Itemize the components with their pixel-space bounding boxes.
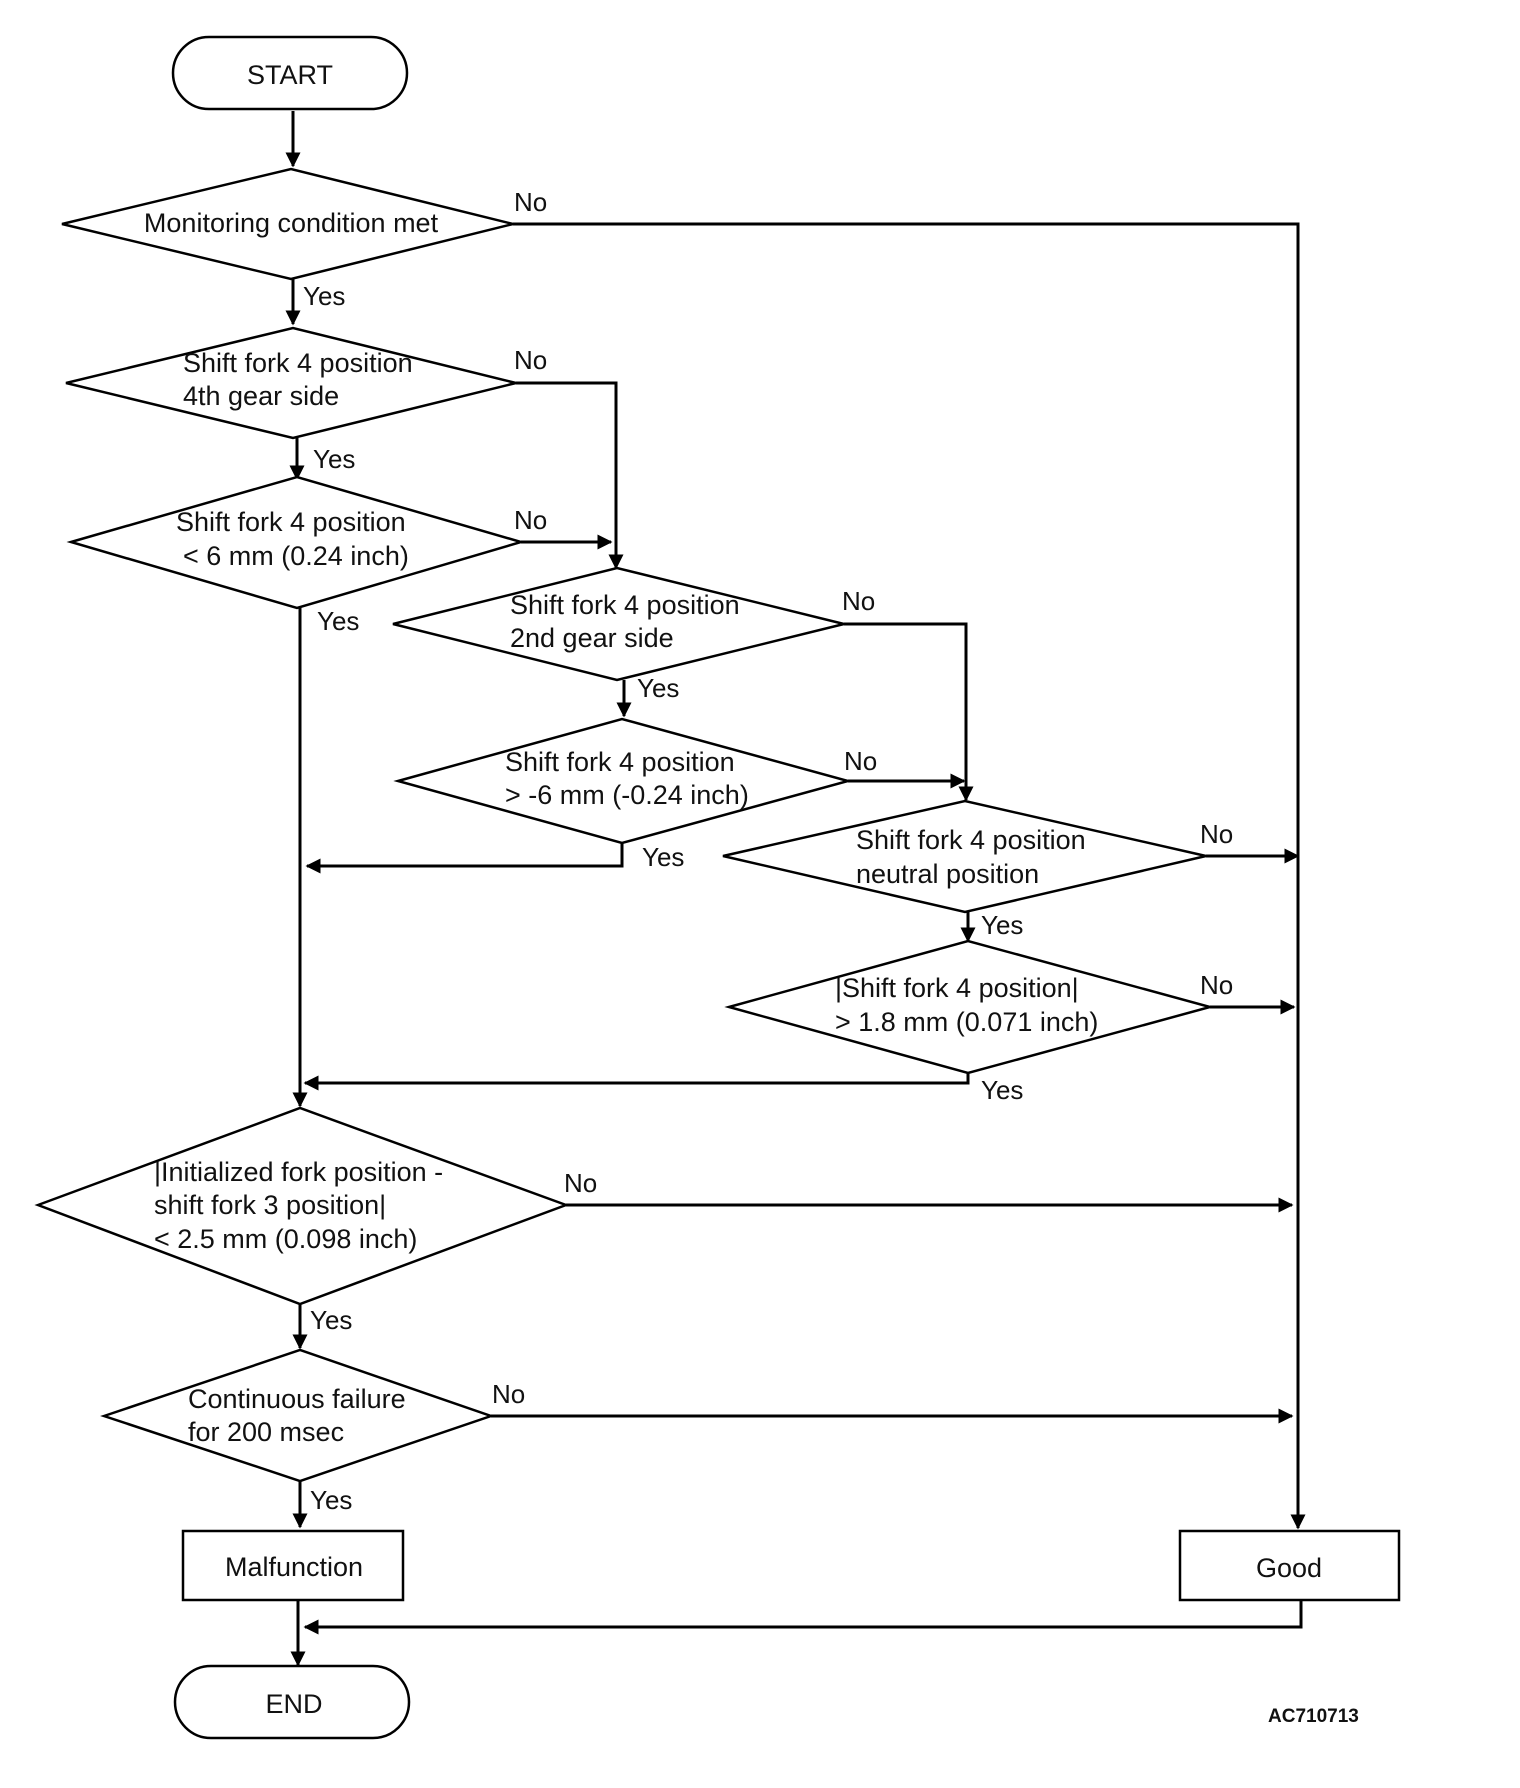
malfunction-label: Malfunction: [225, 1552, 363, 1582]
decision-text-line: > 1.8 mm (0.071 inch): [835, 1007, 1098, 1037]
decision-initialized-fork-position: |Initialized fork position - shift fork …: [34, 1106, 570, 1306]
decision-text-line: > -6 mm (-0.24 inch): [505, 780, 749, 810]
good-box: Good: [1178, 1529, 1401, 1602]
arrow-fork4-2nd-no: [844, 622, 974, 802]
decision-fork4-abs-gt-1-8mm: |Shift fork 4 position| > 1.8 mm (0.071 …: [724, 939, 1215, 1075]
decision-text-line: Continuous failure: [188, 1384, 406, 1414]
decision-text-line: Shift fork 4 position: [856, 825, 1086, 855]
yes-label: Yes: [637, 673, 679, 703]
decision-fork4-4th-gear-side: Shift fork 4 position 4th gear side: [65, 326, 517, 440]
good-label: Good: [1256, 1553, 1322, 1583]
decision-text-line: |Shift fork 4 position|: [835, 973, 1079, 1003]
arrow-monitoring-no-to-good: [513, 222, 1306, 1530]
arrow-fork4-4th-no: [516, 381, 624, 570]
arrow-fork4-gtm6-yes: [305, 843, 624, 874]
decision-text-line: for 200 msec: [188, 1417, 344, 1447]
decision-fork4-2nd-gear-side: Shift fork 4 position 2nd gear side: [392, 566, 845, 682]
decision-text-line: < 2.5 mm (0.098 inch): [154, 1224, 417, 1254]
yes-label: Yes: [317, 606, 359, 636]
decision-text-line: Shift fork 4 position: [176, 507, 406, 537]
arrow-fork4-abs-yes: [303, 1073, 970, 1091]
yes-label: Yes: [303, 281, 345, 311]
yes-label: Yes: [310, 1305, 352, 1335]
no-label: No: [492, 1379, 525, 1409]
no-label: No: [564, 1168, 597, 1198]
yes-label: Yes: [981, 910, 1023, 940]
branch-labels: No Yes No Yes No Yes No Yes No Yes No Ye…: [303, 187, 1233, 1515]
decision-text-line: neutral position: [856, 859, 1039, 889]
decision-fork4-lt-6mm: Shift fork 4 position < 6 mm (0.24 inch): [66, 475, 526, 610]
decision-continuous-failure: Continuous failure for 200 msec: [100, 1348, 495, 1483]
no-label: No: [514, 345, 547, 375]
yes-label: Yes: [642, 842, 684, 872]
decision-monitoring-condition: Monitoring condition met: [61, 167, 514, 281]
yes-label: Yes: [310, 1485, 352, 1515]
decision-text-line: |Initialized fork position -: [154, 1157, 443, 1187]
start-terminal: START: [171, 35, 409, 111]
start-label: START: [247, 60, 333, 90]
decision-text-line: Shift fork 4 position: [510, 590, 740, 620]
yes-label: Yes: [981, 1075, 1023, 1105]
connectors: [285, 111, 1306, 1667]
decision-fork4-neutral-position: Shift fork 4 position neutral position: [722, 799, 1207, 914]
decision-text-line: 2nd gear side: [510, 623, 674, 653]
decision-text-line: shift fork 3 position|: [154, 1190, 386, 1220]
yes-label: Yes: [313, 444, 355, 474]
malfunction-box: Malfunction: [181, 1529, 405, 1602]
end-label: END: [265, 1689, 322, 1719]
decision-text-line: Monitoring condition met: [144, 208, 439, 238]
no-label: No: [1200, 970, 1233, 1000]
no-label: No: [514, 505, 547, 535]
end-terminal: END: [173, 1664, 411, 1740]
arrow-good-to-end: [303, 1600, 1303, 1635]
figure-code: AC710713: [1268, 1706, 1359, 1727]
decision-text-line: < 6 mm (0.24 inch): [183, 541, 409, 571]
decision-text-line: Shift fork 4 position: [183, 348, 413, 378]
decision-text-line: Shift fork 4 position: [505, 747, 735, 777]
no-label: No: [514, 187, 547, 217]
decision-fork4-gt-minus6mm: Shift fork 4 position > -6 mm (-0.24 inc…: [393, 717, 853, 845]
no-label: No: [844, 746, 877, 776]
decision-text-line: 4th gear side: [183, 381, 339, 411]
no-label: No: [1200, 819, 1233, 849]
no-label: No: [842, 586, 875, 616]
